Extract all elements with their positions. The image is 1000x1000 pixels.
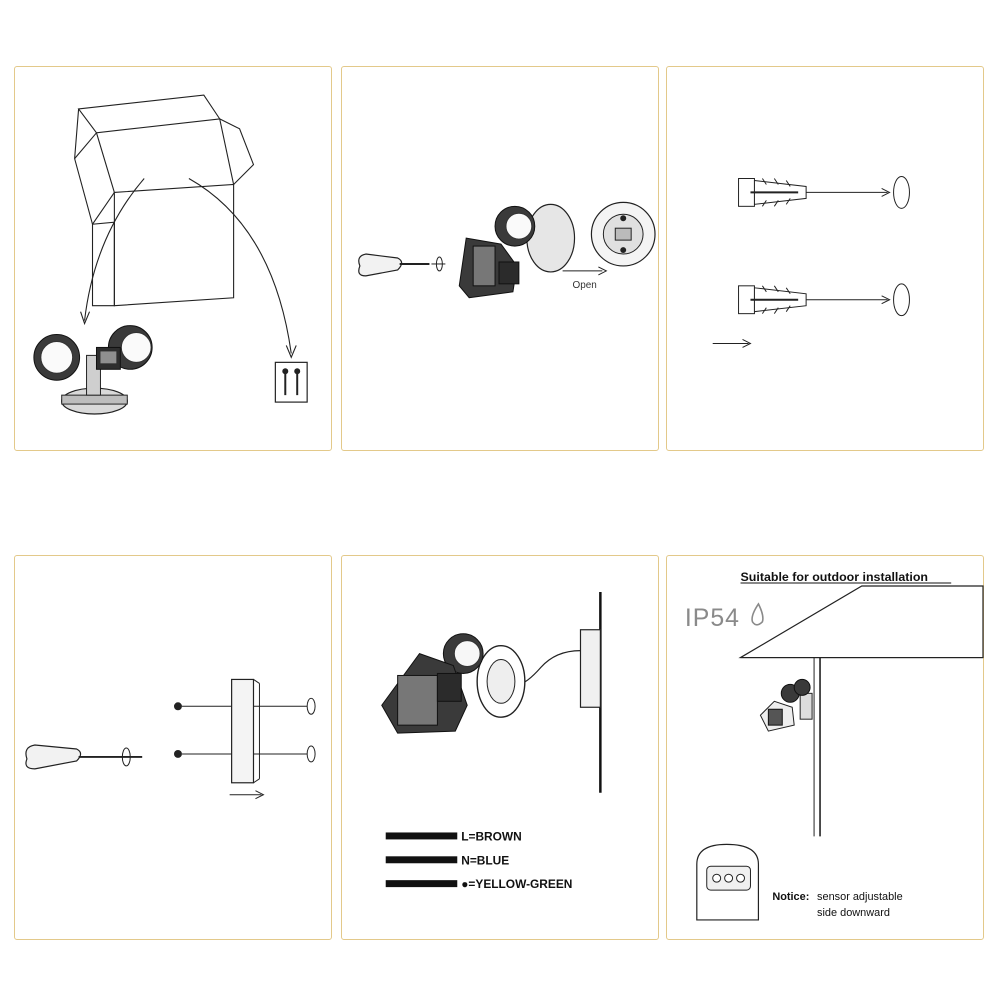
arrow-icon [562,266,608,276]
water-drop-icon [751,602,764,626]
wiring-illustration: L=BROWN N=BLUE ●=YELLOW-GREEN [381,591,602,891]
motion-sensor-icon [696,843,760,921]
wall-hole-icon [893,176,910,209]
screw-base-illustration [25,678,316,800]
floodlight-icon [33,325,153,415]
floodlight-icon [458,203,576,299]
mounting-base-icon [590,201,656,267]
open-label: Open [573,280,597,291]
notice-label: Notice: [772,891,809,903]
mounting-base-icon [231,678,260,784]
screwdriver-icon [25,744,143,770]
open-base-illustration: Open [358,201,656,299]
step-open-base-panel: Open [341,66,659,451]
arrow-icon [806,295,891,305]
wire-brown-label: L=BROWN [461,829,522,843]
house-roof-icon [738,585,984,837]
screw-pack-icon [274,361,308,403]
notice-line1: sensor adjustable [817,891,903,903]
step-screw-base-panel [14,555,332,940]
outdoor-install-illustration: Suitable for outdoor installation IP54 N… [685,570,984,921]
wire-brown-line: L=BROWN [385,829,522,843]
wire-blue-label: N=BLUE [461,853,509,867]
step-unbox-panel [14,66,332,451]
wall-anchors-illustration [712,176,910,348]
wall-anchor-icon [738,178,807,207]
install-heading: Suitable for outdoor installation [741,570,928,584]
arrow-icon [806,187,891,197]
unbox-arrows [80,178,297,359]
cable-line [516,650,581,686]
wire-yellow-green-line: ●=YELLOW-GREEN [385,877,572,891]
wire-legend: L=BROWN N=BLUE ●=YELLOW-GREEN [385,829,572,891]
screwdriver-icon [358,253,446,277]
wall-hole-icon [893,283,910,317]
notice-line2: side downward [817,907,890,919]
floodlight-icon [381,633,526,734]
ip-rating: IP54 [685,605,740,632]
wire-blue-line: N=BLUE [385,853,509,867]
step-wiring-panel: L=BROWN N=BLUE ●=YELLOW-GREEN [341,555,659,940]
step-wall-anchors-panel [666,66,984,451]
wall-line [579,591,602,793]
unbox-illustration [33,94,308,415]
arrow-icon [229,790,265,800]
wire-yellow-green-label: ●=YELLOW-GREEN [461,877,572,891]
floodlight-icon [759,678,813,732]
wall-anchor-icon [738,285,807,315]
arrow-icon [712,339,752,348]
box-icon [74,94,255,307]
step-outdoor-install-panel: Suitable for outdoor installation IP54 N… [666,555,984,940]
